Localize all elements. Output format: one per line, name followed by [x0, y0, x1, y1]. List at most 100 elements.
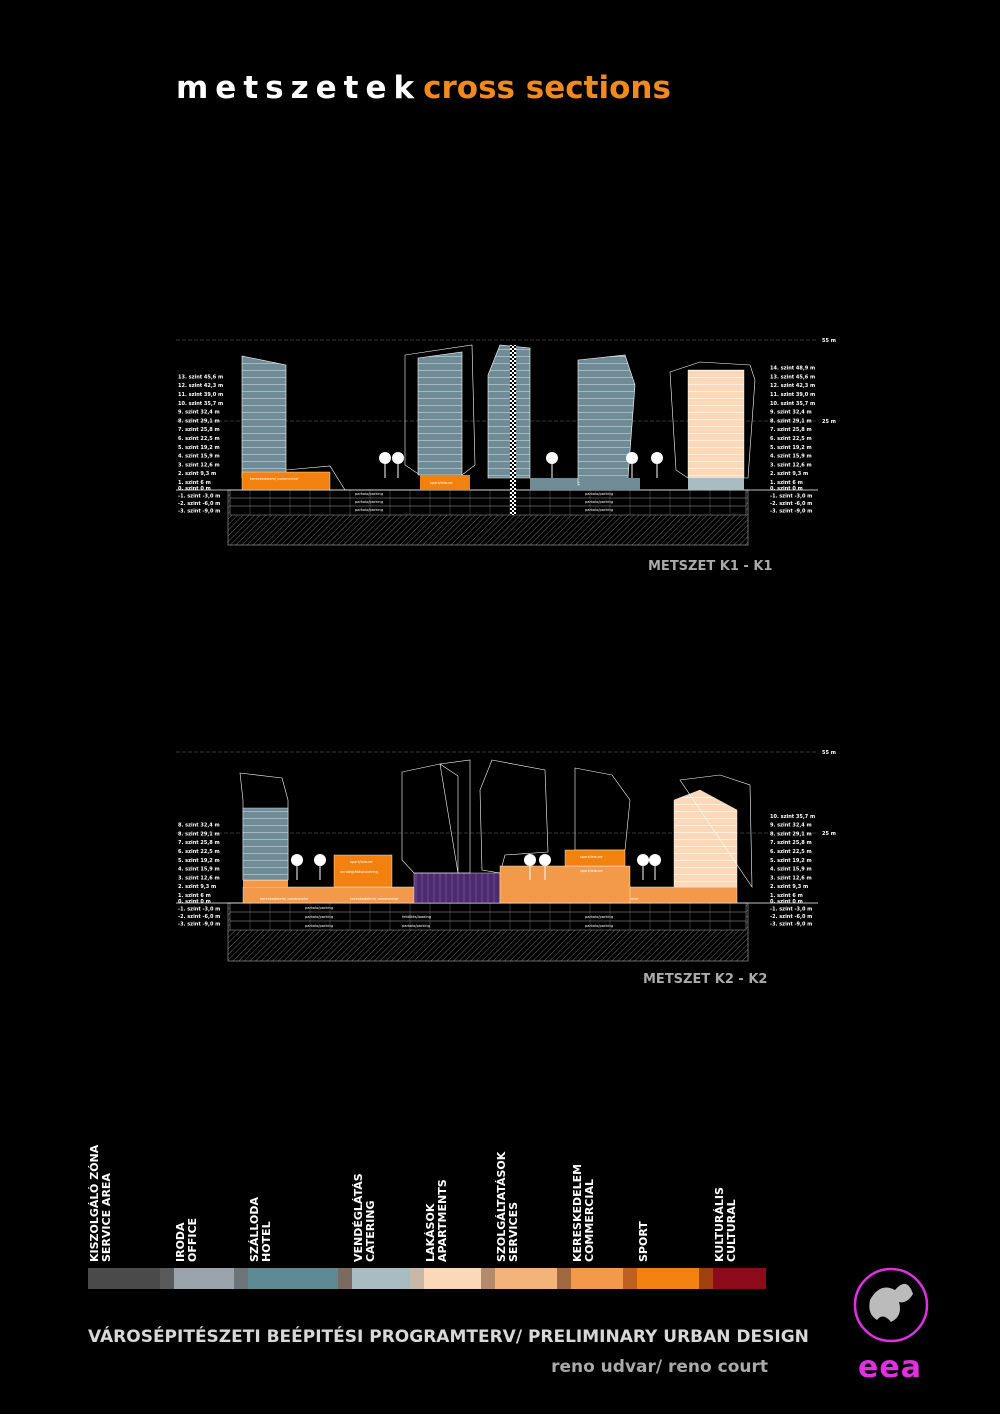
s1-right-level: 6. szint 22,5 m: [770, 436, 812, 442]
s2-right-level: 10. szint 35,7 m: [770, 814, 815, 820]
s1-right-level: -1. szint -3,0 m: [770, 494, 812, 500]
title-en: cross sections: [423, 70, 671, 106]
s1-right-level: 12. szint 42,3 m: [770, 383, 815, 389]
s2-sport-3: sport/leisure: [580, 869, 603, 873]
s2-catering: vendéglátás/catering: [340, 870, 378, 874]
legend-swatch: [637, 1268, 713, 1289]
s1-right-level: -2. szint -6,0 m: [770, 501, 812, 507]
s1-top-level: 55 m: [822, 338, 836, 344]
legend-swatch: [248, 1268, 352, 1289]
s1-parking-3: parkolo/parking: [355, 508, 383, 512]
legend-label-hu: VENDÉGLÁTÁS: [352, 1173, 365, 1262]
s2-left-level: 7. szint 25,8 m: [178, 840, 220, 846]
s2-parking-6: parkolo/parking: [585, 924, 613, 928]
footer-subtitle: reno udvar/ reno court: [551, 1357, 768, 1377]
s2-left-level: 1. szint 6 m: [178, 893, 211, 899]
s1-left-level: 6. szint 22,5 m: [178, 436, 220, 442]
tree-icon: [379, 452, 391, 464]
s2-parking-4: parkolo/parking: [402, 924, 430, 928]
s2-cultural-block: [413, 872, 501, 904]
legend-label-en: SERVICE AREA: [100, 1173, 113, 1262]
s1-right-level: 7. szint 25,8 m: [770, 427, 812, 433]
s1-left-level: -2. szint -6,0 m: [178, 501, 220, 507]
tree-icon: [546, 452, 558, 464]
s1-parking-4: parkolo/parking: [585, 492, 613, 496]
s2-commercial-1: kereskedelem/ commercial: [260, 897, 308, 901]
s1-right-level: 14. szint 48,9 m: [770, 366, 815, 372]
s2-top-level: 55 m: [822, 750, 836, 756]
s2-right-level: 1. szint 6 m: [770, 893, 803, 899]
s1-tower-1: [241, 355, 287, 479]
s2-parking-2: parkolo/parking: [305, 915, 333, 919]
s2-commercial-2: kereskedelem/ commercial: [350, 897, 398, 901]
legend-swatch: [495, 1268, 571, 1289]
s2-right-level: 6. szint 22,5 m: [770, 849, 812, 855]
s1-left-level: 8. szint 29,1 m: [178, 418, 220, 424]
s2-right-level: 5. szint 19,2 m: [770, 858, 812, 864]
tree-icon: [637, 854, 649, 866]
s1-right-level: -3. szint -9,0 m: [770, 509, 812, 515]
s1-left-level: 0. szint 0 m: [178, 486, 211, 492]
s2-parking-3: parkolo/parking: [305, 924, 333, 928]
s1-tower-3: [487, 344, 531, 479]
s2-left-level: 0. szint 0 m: [178, 899, 211, 905]
s1-tower-2: [417, 351, 463, 476]
s1-left-level: 2. szint 9,3 m: [178, 471, 216, 477]
s1-right-level: 3. szint 12,6 m: [770, 462, 812, 468]
legend-label-en: CATERING: [364, 1200, 377, 1262]
s1-right-level: 13. szint 45,6 m: [770, 374, 815, 380]
legend-label-en: HOTEL: [260, 1221, 273, 1262]
s2-right-level: 9. szint 32,4 m: [770, 823, 812, 829]
s2-title: METSZET K2 - K2: [643, 972, 767, 987]
s1-commercial-1: kereskedelem/ commercial: [250, 477, 298, 481]
s2-left-level: 2. szint 9,3 m: [178, 884, 216, 890]
s1-right-level: 9. szint 32,4 m: [770, 410, 812, 416]
s1-mid-level: 25 m: [822, 419, 836, 425]
s1-left-level: 5. szint 19,2 m: [178, 445, 220, 451]
s2-mid-level: 25 m: [822, 831, 836, 837]
s2-sport-2: sport/leisure: [580, 855, 603, 859]
s1-parking-1: parkolo/parking: [355, 492, 383, 496]
legend-swatch: [571, 1268, 637, 1289]
s1-tower-4: [577, 354, 636, 486]
s1-right-level: 2. szint 9,3 m: [770, 471, 808, 477]
legend-label-hu: LAKÁSOK: [424, 1203, 437, 1262]
s1-left-level: -1. szint -3,0 m: [178, 494, 220, 500]
s1-right-level: 0. szint 0 m: [770, 486, 803, 492]
s2-right-level: -3. szint -9,0 m: [770, 922, 812, 928]
section-k1: 55 m 25 m parkolo/parking parkolo/parkin…: [176, 338, 836, 574]
legend-label-en: COMMERCIAL: [583, 1179, 596, 1262]
s1-right-level: 8. szint 29,1 m: [770, 418, 812, 424]
logo-text: eea: [858, 1350, 922, 1385]
s1-left-level: 7. szint 25,8 m: [178, 427, 220, 433]
s2-right-level: 4. szint 15,9 m: [770, 867, 812, 873]
s1-right-level: 11. szint 39,0 m: [770, 392, 815, 398]
s1-parking-5: parkolo/parking: [585, 500, 613, 504]
tree-icon: [649, 854, 661, 866]
s2-parking-5: parkolo/parking: [585, 915, 613, 919]
legend-label-en: CULTURAL: [725, 1199, 738, 1262]
legend-label-hu: SZOLGÁLTATÁSOK: [495, 1151, 508, 1262]
s1-left-level: 1. szint 6 m: [178, 480, 211, 486]
s2-right-level: 7. szint 25,8 m: [770, 840, 812, 846]
s1-left-level: 4. szint 15,9 m: [178, 454, 220, 460]
page-title: metszetekcross sections: [176, 70, 671, 106]
s1-parking-2: parkolo/parking: [355, 500, 383, 504]
legend-swatch: [352, 1268, 424, 1289]
s2-right-level: -1. szint -3,0 m: [770, 907, 812, 913]
legend-label-hu: IRODA: [174, 1222, 187, 1262]
legend-label-hu: SZÁLLODA: [248, 1196, 261, 1262]
s1-left-level: 3. szint 12,6 m: [178, 462, 220, 468]
s2-left-level: 4. szint 15,9 m: [178, 867, 220, 873]
s2-left-level: 6. szint 22,5 m: [178, 849, 220, 855]
tree-icon: [291, 854, 303, 866]
s2-left-level: -1. szint -3,0 m: [178, 907, 220, 913]
tree-icon: [392, 452, 404, 464]
s2-left-level: -2. szint -6,0 m: [178, 914, 220, 920]
legend-label-en: OFFICE: [186, 1218, 199, 1262]
s2-left-level: 8. szint 32,4 m: [178, 823, 220, 829]
s1-right-level: 5. szint 19,2 m: [770, 445, 812, 451]
s1-right-level: 1. szint 6 m: [770, 480, 803, 486]
s2-left-level: 5. szint 19,2 m: [178, 858, 220, 864]
